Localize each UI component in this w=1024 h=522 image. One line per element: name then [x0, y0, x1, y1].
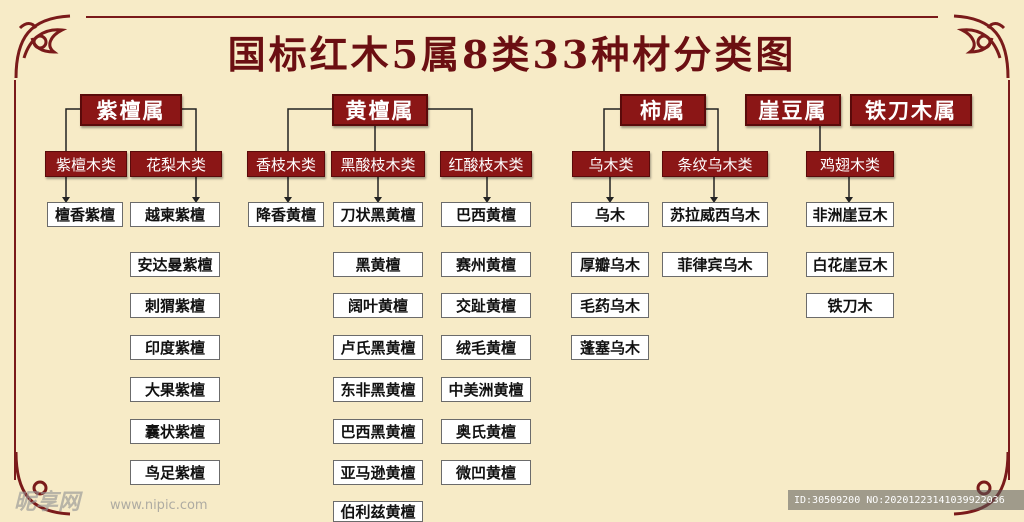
- species-box: 铁刀木: [806, 293, 894, 318]
- species-box: 菲律宾乌木: [662, 252, 768, 277]
- species-box: 印度紫檀: [130, 335, 220, 360]
- connector: [288, 109, 332, 152]
- species-box: 鸟足紫檀: [130, 460, 220, 485]
- category-wumu: 乌木类: [572, 151, 650, 177]
- species-box: 非洲崖豆木: [806, 202, 894, 227]
- species-box: 赛州黄檀: [441, 252, 531, 277]
- species-box: 安达曼紫檀: [130, 252, 220, 277]
- species-box: 巴西黄檀: [441, 202, 531, 227]
- genus-shi: 柿属: [620, 94, 706, 126]
- connector: [182, 109, 196, 152]
- species-box: 降香黄檀: [248, 202, 324, 227]
- connector: [604, 109, 620, 152]
- species-box: 黑黄檀: [333, 252, 423, 277]
- category-zitanmu: 紫檀木类: [45, 151, 127, 177]
- species-box: 交趾黄檀: [441, 293, 531, 318]
- genus-tiedaomu: 铁刀木属: [850, 94, 972, 126]
- species-box: 刀状黑黄檀: [333, 202, 423, 227]
- watermark-stamp: ID:30509200 NO:20201223141039922036: [788, 490, 1024, 510]
- connector: [66, 109, 80, 152]
- category-xiangzhimu: 香枝木类: [247, 151, 325, 177]
- species-box: 奥氏黄檀: [441, 419, 531, 444]
- species-box: 巴西黑黄檀: [333, 419, 423, 444]
- category-jichimu: 鸡翅木类: [806, 151, 894, 177]
- category-hongsuanzhimu: 红酸枝木类: [440, 151, 532, 177]
- category-heisuanzhimu: 黑酸枝木类: [331, 151, 425, 177]
- connector: [428, 109, 472, 152]
- species-box: 蓬塞乌木: [571, 335, 649, 360]
- species-box: 刺猬紫檀: [130, 293, 220, 318]
- genus-yadou: 崖豆属: [745, 94, 841, 126]
- species-box: 苏拉威西乌木: [662, 202, 768, 227]
- species-box: 中美洲黄檀: [441, 377, 531, 402]
- species-box: 乌木: [571, 202, 649, 227]
- species-box: 厚瓣乌木: [571, 252, 649, 277]
- watermark-url: www.nipic.com: [110, 498, 208, 513]
- species-box: 越柬紫檀: [130, 202, 220, 227]
- genus-huangtan: 黄檀属: [332, 94, 428, 126]
- category-hualimu: 花梨木类: [130, 151, 222, 177]
- species-box: 毛药乌木: [571, 293, 649, 318]
- species-box: 东非黑黄檀: [333, 377, 423, 402]
- category-tiaowenwumu: 条纹乌木类: [662, 151, 768, 177]
- species-box: 卢氏黑黄檀: [333, 335, 423, 360]
- species-box: 微凹黄檀: [441, 460, 531, 485]
- watermark-brand: 昵享网: [14, 484, 80, 516]
- species-box: 阔叶黄檀: [333, 293, 423, 318]
- species-box: 绒毛黄檀: [441, 335, 531, 360]
- species-box: 大果紫檀: [130, 377, 220, 402]
- species-box: 伯利兹黄檀: [333, 501, 423, 522]
- connector: [706, 109, 718, 152]
- species-box: 囊状紫檀: [130, 419, 220, 444]
- species-box: 檀香紫檀: [47, 202, 123, 227]
- species-box: 亚马逊黄檀: [333, 460, 423, 485]
- species-box: 白花崖豆木: [806, 252, 894, 277]
- genus-zitan: 紫檀属: [80, 94, 182, 126]
